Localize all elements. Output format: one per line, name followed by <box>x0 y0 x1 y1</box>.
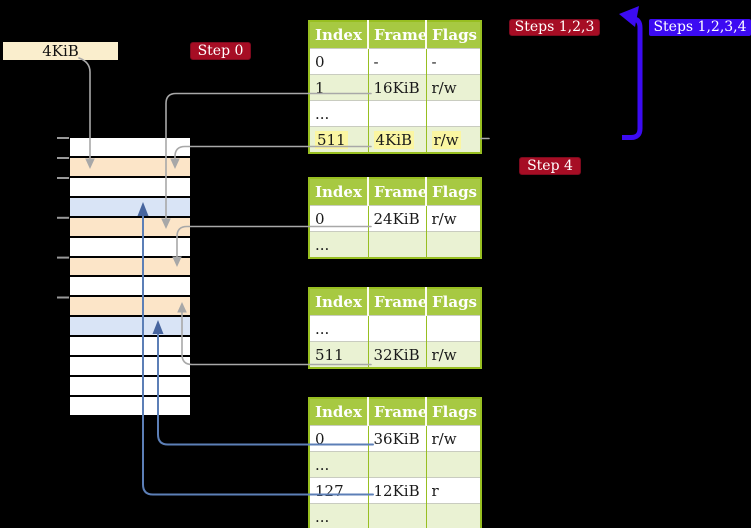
col-header-frame: Frame <box>367 398 427 426</box>
memory-frame <box>70 217 190 236</box>
memory-frame <box>70 157 190 176</box>
memory-frame <box>70 197 190 216</box>
step0-badge: Step 0 <box>190 42 251 60</box>
table-header-row: Index Frame Flags <box>309 398 481 426</box>
col-header-flags: Flags <box>425 288 481 316</box>
physical-memory-stack <box>70 138 190 415</box>
address-tick-marks <box>57 137 69 299</box>
col-header-index: Index <box>309 288 368 316</box>
step4-badge: Step 4 <box>519 157 581 175</box>
steps123-badge: Steps 1,2,3 <box>509 19 600 36</box>
col-header-flags: Flags <box>425 178 481 206</box>
memory-frame <box>70 177 190 196</box>
table-header-row: Index Frame Flags <box>309 178 481 206</box>
steps-loop-arrow <box>622 16 643 140</box>
memory-frame <box>70 257 190 276</box>
col-header-index: Index <box>309 21 368 49</box>
col-header-flags: Flags <box>425 21 481 49</box>
memory-frame <box>70 357 190 376</box>
highlighted-value: 511 <box>315 130 348 149</box>
memory-frame <box>70 377 190 395</box>
col-header-index: Index <box>309 398 368 426</box>
memory-frame <box>70 337 190 356</box>
col-header-frame: Frame <box>367 21 427 49</box>
highlighted-value: r/w <box>431 130 461 149</box>
memory-frame <box>70 317 190 336</box>
col-header-flags: Flags <box>425 398 481 426</box>
col-header-index: Index <box>309 178 368 206</box>
col-header-frame: Frame <box>367 178 427 206</box>
memory-frame <box>70 297 190 316</box>
table-header-row: Index Frame Flags <box>309 288 481 316</box>
memory-frame <box>70 138 190 156</box>
arrowhead-upleft-icon <box>619 6 639 27</box>
table-row: 0-- <box>309 48 481 75</box>
table-row: ... <box>309 100 481 127</box>
steps1234-badge: Steps 1,2,3,4 <box>649 19 751 36</box>
col-header-frame: Frame <box>367 288 427 316</box>
table-row: ... <box>309 315 481 342</box>
frame-size-label: 4KiB <box>3 42 118 60</box>
table-row-highlighted: 511 4KiB r/w <box>309 126 481 153</box>
table-row: ... <box>309 503 481 528</box>
table-row: ... <box>309 231 481 258</box>
memory-frame <box>70 396 190 415</box>
table-header-row: Index Frame Flags <box>309 21 481 49</box>
table-row: ... <box>309 451 481 478</box>
memory-frame <box>70 277 190 296</box>
highlighted-value: 4KiB <box>373 130 415 149</box>
memory-frame <box>70 237 190 256</box>
